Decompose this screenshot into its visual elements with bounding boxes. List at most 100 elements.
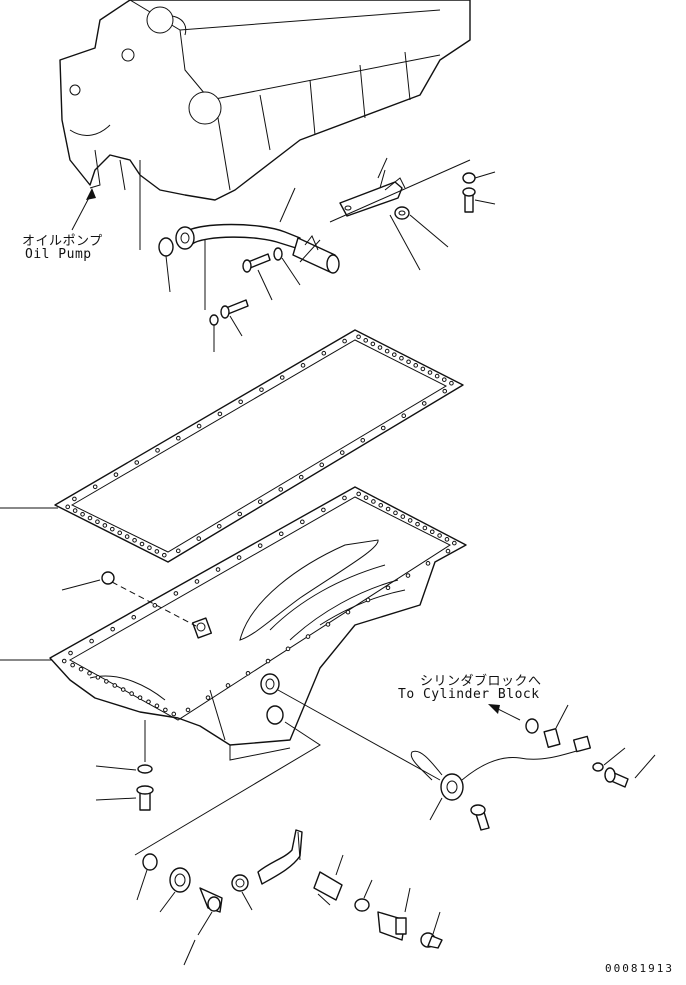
bolt-hole	[132, 537, 137, 543]
bolt-hole	[61, 658, 67, 664]
bolt-hole	[441, 377, 447, 382]
pan-bolt-holes	[61, 491, 457, 717]
washer-upper-right	[462, 172, 476, 184]
bolt-hole	[117, 530, 123, 536]
bolt-hole	[265, 658, 271, 664]
bolt-hole	[278, 531, 284, 537]
bolt-hole	[72, 508, 78, 513]
leader-lines-lower	[136, 831, 441, 966]
bolt-hole	[342, 338, 347, 344]
drain-washer	[137, 764, 153, 774]
bolt-hole	[152, 603, 158, 608]
bolt-hole	[300, 519, 305, 525]
bolt-hole	[225, 683, 231, 688]
bolt-hole	[356, 334, 361, 340]
cylinder-block-nut	[525, 718, 539, 734]
drawing-number: 00081913	[605, 962, 674, 975]
oil-pan	[49, 486, 467, 761]
lower-pipe	[257, 829, 343, 906]
bolt-hole	[452, 540, 457, 546]
washer-mid	[273, 247, 283, 261]
bolt-hole	[427, 370, 433, 375]
bolt-hole	[154, 549, 160, 554]
lower-strainer-bracket	[377, 911, 407, 941]
leader-drain-washer	[95, 765, 137, 771]
leader-sensor-line	[277, 689, 441, 781]
o-ring-left	[158, 237, 174, 257]
gasket-bolt-holes	[65, 334, 454, 558]
bolt-hole	[129, 691, 134, 696]
bolt-hole	[319, 462, 325, 468]
bolt-hole	[425, 561, 431, 566]
leader-drain-bolt	[95, 797, 137, 801]
bolt-hole	[285, 646, 291, 652]
bracket	[339, 169, 406, 217]
bolt-hole	[131, 614, 137, 620]
bolt-hole	[236, 555, 242, 560]
oil-pan-gasket	[54, 329, 464, 563]
bolt-hole	[405, 573, 411, 578]
bolt-right	[604, 767, 629, 788]
bolt-hole	[78, 666, 84, 672]
bolt-hole	[300, 363, 306, 368]
lower-band	[354, 898, 370, 912]
bolt-hole	[401, 413, 407, 419]
engine-block	[59, 0, 471, 201]
bolt-hole	[171, 711, 177, 717]
bolt-hole	[89, 638, 94, 644]
bolt-hole	[155, 448, 160, 453]
bolt-hole	[384, 348, 390, 354]
bolt-hole	[385, 506, 391, 512]
cylinder-block-arrow	[488, 704, 521, 721]
bolt-hole	[146, 699, 151, 705]
bolt-hole	[420, 366, 426, 372]
bolt-mid	[242, 253, 271, 273]
bolt-hole	[215, 567, 221, 572]
bolt-upper-right	[462, 187, 476, 213]
bolt-hole	[434, 373, 440, 379]
bolt-hole	[163, 707, 168, 713]
suction-pipe	[175, 223, 340, 274]
bolt-hole	[139, 541, 145, 547]
bolt-hole	[345, 609, 351, 615]
lower-o-ring	[142, 853, 158, 871]
lower-clamp	[231, 874, 249, 892]
bolt-hole	[87, 515, 93, 521]
bolt-hole	[371, 499, 376, 504]
bolt-hole	[444, 537, 450, 542]
bolt-hole	[216, 523, 222, 529]
bolt-hole	[137, 695, 143, 700]
label-oil-pump-jp: オイルポンプ	[22, 234, 103, 249]
bolt-hole	[194, 579, 200, 584]
bolt-hole	[305, 634, 311, 639]
bolt-hole	[196, 536, 202, 541]
bolt-hole	[120, 687, 126, 692]
washer-right	[592, 762, 604, 772]
bolt-hole	[87, 670, 92, 676]
bolt-hole	[437, 533, 442, 538]
bolt-hole	[72, 496, 77, 502]
bolt-hole	[363, 495, 369, 500]
bolt-hole	[421, 401, 427, 406]
bolt-hole	[109, 526, 115, 532]
level-sensor	[410, 735, 592, 801]
bolt-hole	[422, 525, 428, 531]
bolt-hole	[154, 703, 160, 709]
bolt-hole	[442, 388, 448, 394]
bolt-hole	[102, 523, 108, 528]
oil-pump-arrow	[71, 188, 96, 231]
bolt-hole	[95, 675, 101, 680]
bolt-hole	[365, 597, 371, 603]
bolt-hole	[112, 683, 118, 688]
bolt-hole	[238, 399, 243, 405]
label-oil-pump-en: Oil Pump	[25, 247, 92, 262]
bolt-hole	[321, 507, 326, 513]
bolt-hole	[124, 534, 130, 539]
washer-lower	[209, 314, 219, 326]
bolt-hole	[393, 510, 398, 516]
lower-plug	[420, 932, 443, 949]
nut	[394, 206, 410, 220]
bolt-hole	[377, 345, 383, 350]
bolt-hole	[95, 519, 100, 525]
